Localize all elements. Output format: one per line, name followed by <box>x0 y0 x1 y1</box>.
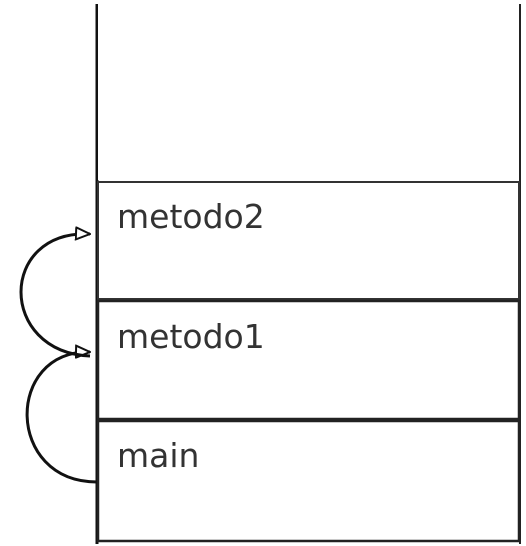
call-arrow-main-to-metodo1 <box>25 352 98 484</box>
call-arrow-metodo1-to-metodo2 <box>19 234 90 358</box>
stack-frame-metodo1: metodo1 <box>96 299 521 421</box>
frame-label-metodo1: metodo1 <box>117 317 265 356</box>
frame-label-main: main <box>117 436 199 475</box>
stack-empty-space <box>98 4 519 180</box>
stack-frame-metodo2: metodo2 <box>97 181 520 300</box>
stack-frame-main: main <box>96 419 521 543</box>
frame-label-metodo2: metodo2 <box>117 197 265 236</box>
